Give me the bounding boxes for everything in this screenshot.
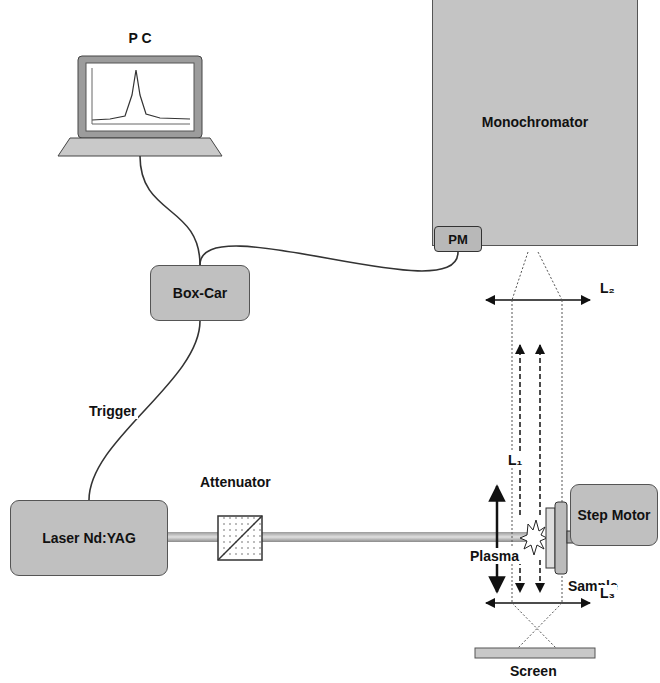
node-label: Box-Car [173, 285, 227, 301]
lens-l2 [486, 299, 590, 301]
node-label: P C [128, 30, 151, 46]
part-label: Attenuator [198, 474, 273, 490]
emission-arrows [520, 345, 540, 592]
node-label: Monochromator [482, 114, 589, 130]
node-label: Step Motor [577, 507, 650, 523]
device-box: Laser Nd:YAG [10, 500, 168, 576]
laptop-icon [58, 56, 222, 156]
plasma-spark [520, 520, 547, 555]
photomultiplier-box: PM [434, 226, 482, 252]
device-box: Step Motor [570, 484, 658, 546]
lens-l3 [486, 602, 590, 604]
computer: P C [60, 30, 220, 158]
edge-label: Trigger [87, 403, 138, 419]
part-label: L₂ [598, 280, 617, 296]
lens-l1 [496, 486, 499, 592]
part-label: Screen [508, 663, 559, 679]
part-label: Plasma [468, 548, 521, 564]
node-label: Laser Nd:YAG [42, 530, 136, 546]
part-label: L₁ [506, 452, 524, 468]
attenuator-symbol [218, 516, 262, 560]
monochromator-box: Monochromator [432, 0, 638, 246]
sample-holder [555, 502, 567, 574]
screen-bar [475, 648, 595, 658]
cable [140, 156, 200, 265]
device-box: Box-Car [150, 265, 250, 321]
light-path [512, 252, 562, 648]
node-label: PM [448, 232, 468, 247]
sample-plate [546, 508, 555, 568]
part-label: L₃ [598, 585, 617, 601]
